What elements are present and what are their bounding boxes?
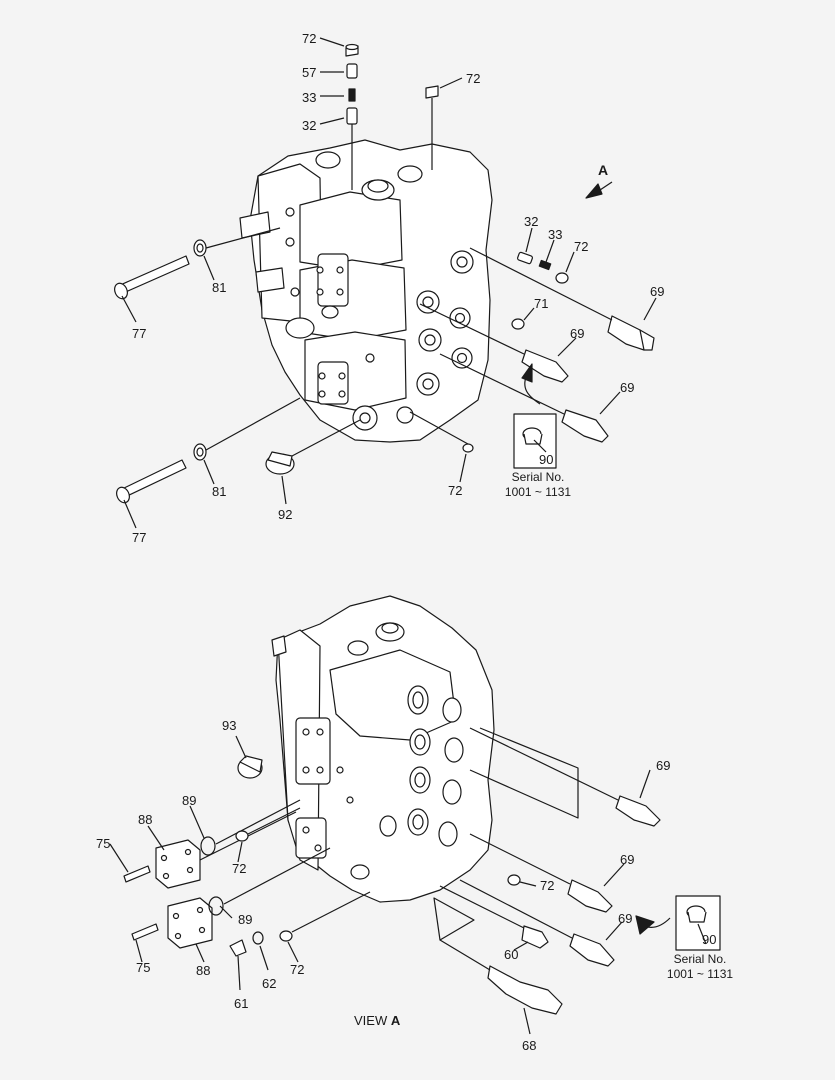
callout-72: 72 bbox=[290, 962, 305, 977]
view-arrow-letter: A bbox=[598, 162, 609, 178]
callout-88: 88 bbox=[138, 812, 153, 827]
serial-box-bottom bbox=[635, 895, 721, 951]
callout-57: 57 bbox=[302, 65, 317, 80]
callout-89: 89 bbox=[238, 912, 253, 927]
callout-81: 81 bbox=[212, 280, 227, 295]
callout-71: 71 bbox=[534, 296, 549, 311]
callout-89: 89 bbox=[182, 793, 197, 808]
sensor-69-c bbox=[439, 353, 609, 443]
callout-92: 92 bbox=[278, 507, 293, 522]
view-title-letter: A bbox=[390, 1013, 401, 1028]
callout-77: 77 bbox=[132, 530, 147, 545]
plug-93 bbox=[237, 755, 263, 779]
serial-note-top: Serial No. 1001 ~ 1131 bbox=[498, 470, 578, 500]
view-title-prefix: VIEW bbox=[354, 1013, 391, 1028]
fitting-60 bbox=[439, 885, 549, 949]
view-title: VIEW A bbox=[354, 1013, 400, 1028]
cap-stack-top bbox=[345, 43, 439, 190]
serial-label: Serial No. bbox=[511, 470, 565, 484]
callout-90: 90 bbox=[702, 932, 717, 947]
callout-72: 72 bbox=[232, 861, 247, 876]
sensor-69-e bbox=[469, 833, 613, 913]
bolt-77-lower bbox=[116, 397, 301, 504]
leader-lines bbox=[109, 37, 707, 1035]
port-group-bottom bbox=[350, 685, 464, 880]
callout-75: 75 bbox=[136, 960, 151, 975]
callout-77: 77 bbox=[132, 326, 147, 341]
sensor-69-b bbox=[419, 303, 569, 383]
cover-88-upper bbox=[123, 799, 301, 889]
callout-32: 32 bbox=[524, 214, 539, 229]
callout-60: 60 bbox=[504, 947, 519, 962]
bolt-77-upper bbox=[114, 227, 281, 300]
callout-33: 33 bbox=[548, 227, 563, 242]
plug-92 bbox=[265, 419, 361, 475]
port-group-top bbox=[352, 250, 474, 431]
callout-68: 68 bbox=[522, 1038, 537, 1053]
callout-90: 90 bbox=[539, 452, 554, 467]
callout-62: 62 bbox=[262, 976, 277, 991]
callout-32: 32 bbox=[302, 118, 317, 133]
callout-93: 93 bbox=[222, 718, 237, 733]
callout-61: 61 bbox=[234, 996, 249, 1011]
callout-72: 72 bbox=[574, 239, 589, 254]
relief-valve-68 bbox=[433, 897, 563, 1015]
callout-72: 72 bbox=[466, 71, 481, 86]
callout-69: 69 bbox=[620, 852, 635, 867]
callout-69: 69 bbox=[620, 380, 635, 395]
callout-69: 69 bbox=[650, 284, 665, 299]
main-control-valve-top bbox=[239, 139, 493, 443]
callout-72: 72 bbox=[448, 483, 463, 498]
serial-label: Serial No. bbox=[673, 952, 727, 966]
sensor-69-f bbox=[459, 879, 615, 967]
serial-note-bottom: Serial No. 1001 ~ 1131 bbox=[660, 952, 740, 982]
callout-75: 75 bbox=[96, 836, 111, 851]
callout-88: 88 bbox=[196, 963, 211, 978]
sensor-69-d bbox=[469, 727, 661, 827]
callout-81: 81 bbox=[212, 484, 227, 499]
cover-88-lower bbox=[131, 847, 331, 949]
callout-72: 72 bbox=[540, 878, 555, 893]
small-parts-left-bottom bbox=[229, 807, 521, 957]
view-arrow bbox=[585, 181, 613, 199]
callout-69: 69 bbox=[570, 326, 585, 341]
main-control-valve-bottom bbox=[271, 595, 495, 903]
serial-range: 1001 ~ 1131 bbox=[666, 967, 734, 981]
sensor-69-a bbox=[469, 247, 655, 351]
callout-69: 69 bbox=[656, 758, 671, 773]
callout-69: 69 bbox=[618, 911, 633, 926]
callout-72: 72 bbox=[302, 31, 317, 46]
serial-range: 1001 ~ 1131 bbox=[504, 485, 572, 499]
small-parts-right-top bbox=[409, 251, 569, 453]
callout-33: 33 bbox=[302, 90, 317, 105]
